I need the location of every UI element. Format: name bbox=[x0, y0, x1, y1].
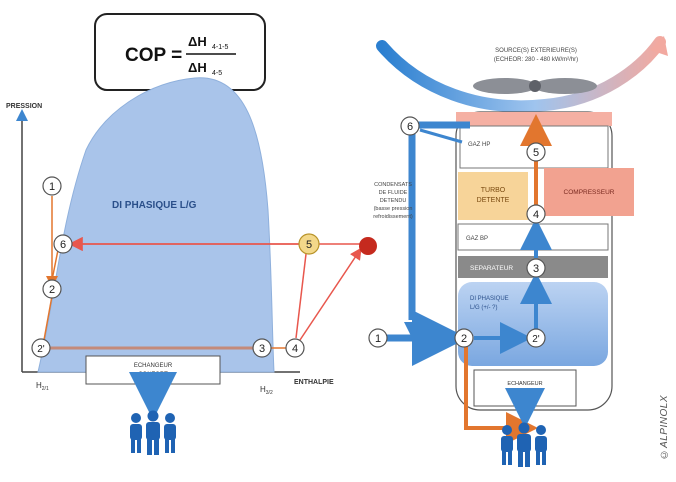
sys-point-2-prime: 2' bbox=[526, 328, 546, 348]
ph-point-2: 2 bbox=[42, 279, 62, 299]
turbo-label-1: TURBO bbox=[481, 187, 506, 194]
cop-formula-box: COP = ΔH 4-1-5 ΔH 4-5 bbox=[94, 13, 266, 91]
turbo-box bbox=[458, 172, 528, 220]
cycle-lines bbox=[43, 196, 362, 350]
ph-point-3: 3 bbox=[252, 338, 272, 358]
biphase-label-2: L/G (+/- ?) bbox=[470, 305, 498, 311]
h-left-label: H2/1 bbox=[36, 381, 49, 392]
people-icon bbox=[501, 422, 547, 467]
cop-denominator: ΔH bbox=[188, 60, 207, 75]
svg-text:(basse pression: (basse pression bbox=[374, 206, 413, 212]
svg-text:DE FLUIDE: DE FLUIDE bbox=[379, 190, 408, 196]
svg-text:1: 1 bbox=[375, 333, 381, 345]
h-right-label: H3/2 bbox=[260, 385, 273, 396]
gaz-bp-label: GAZ BP bbox=[466, 236, 488, 242]
sys-point-1: 1 bbox=[368, 328, 388, 348]
svg-text:5: 5 bbox=[306, 239, 312, 251]
separator-label: SEPARATEUR bbox=[470, 265, 513, 272]
sys-point-2: 2 bbox=[454, 328, 474, 348]
two-phase-dome bbox=[37, 77, 275, 373]
right-exchanger-label-1: ECHANGEUR bbox=[507, 381, 542, 387]
ph-point-5: 5 bbox=[298, 233, 320, 255]
svg-text:2': 2' bbox=[37, 344, 45, 355]
svg-text:2: 2 bbox=[49, 284, 55, 296]
source-label-2: (ECHEOR: 280 - 480 kW/m²/hr) bbox=[494, 57, 578, 63]
compressor-box bbox=[544, 168, 634, 216]
svg-text:4: 4 bbox=[533, 209, 539, 221]
outdoor-source-arc bbox=[376, 36, 666, 113]
svg-text:ECHANGEUR: ECHANGEUR bbox=[134, 363, 173, 369]
left-exchanger-box: ECHANGEUR CONFORT bbox=[85, 355, 221, 385]
svg-text:4: 4 bbox=[292, 343, 298, 355]
fan-icon bbox=[473, 78, 597, 94]
svg-text:3: 3 bbox=[533, 263, 539, 275]
svg-text:refroidissement): refroidissement) bbox=[373, 214, 413, 220]
svg-text:2: 2 bbox=[461, 333, 467, 345]
gaz-hp-label: GAZ HP bbox=[468, 142, 490, 148]
cop-numerator-sub: 4-1-5 bbox=[212, 44, 228, 51]
cop-numerator: ΔH bbox=[188, 34, 207, 49]
biphase-zone bbox=[458, 282, 608, 366]
biphase-label-1: DI PHASIQUE bbox=[470, 296, 509, 302]
sys-point-3: 3 bbox=[526, 258, 546, 278]
right-exchanger-box bbox=[473, 369, 577, 407]
ph-point-4: 4 bbox=[285, 338, 305, 358]
dome-label: DI PHASIQUE L/G bbox=[112, 200, 197, 211]
turbo-label-2: DETENTE bbox=[477, 197, 510, 204]
svg-text:6: 6 bbox=[60, 239, 66, 251]
svg-text:DETENDU: DETENDU bbox=[380, 198, 407, 204]
sys-point-5: 5 bbox=[526, 142, 546, 162]
ph-point-2-prime: 2' bbox=[31, 338, 51, 358]
svg-text:3: 3 bbox=[259, 343, 265, 355]
ph-point-6: 6 bbox=[53, 234, 73, 254]
y-axis-label: PRESSION bbox=[6, 103, 42, 110]
svg-text:2': 2' bbox=[532, 334, 540, 345]
ph-point-1: 1 bbox=[42, 176, 62, 196]
people-icon bbox=[130, 410, 176, 455]
compressor-label: COMPRESSEUR bbox=[564, 189, 615, 196]
svg-text:6: 6 bbox=[407, 121, 413, 133]
svg-text:1: 1 bbox=[49, 181, 55, 193]
condensate-label: CONDENSATS DE FLUIDE DETENDU (basse pres… bbox=[373, 182, 413, 220]
heat-source-dot bbox=[359, 237, 377, 255]
source-label-1: SOURCE(S) EXTERIEURE(S) bbox=[495, 48, 577, 54]
svg-text:5: 5 bbox=[533, 147, 539, 159]
right-exchanger-label-2: CONFORT bbox=[511, 390, 539, 396]
x-axis-label: ENTHALPIE bbox=[294, 379, 334, 386]
sys-point-4: 4 bbox=[526, 204, 546, 224]
sys-point-6: 6 bbox=[400, 116, 420, 136]
cop-label: COP = bbox=[125, 45, 182, 66]
cop-denominator-sub: 4-5 bbox=[212, 70, 222, 77]
photo-credit: ©ALPINOLX bbox=[659, 395, 670, 460]
svg-text:CONDENSATS: CONDENSATS bbox=[374, 182, 412, 188]
svg-text:CONFORT: CONFORT bbox=[138, 372, 168, 378]
